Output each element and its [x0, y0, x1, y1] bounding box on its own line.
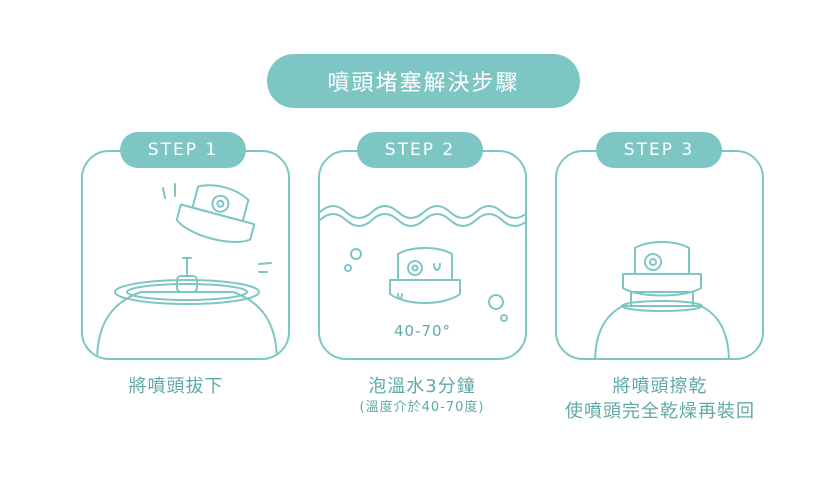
bubble-icon [488, 294, 504, 310]
step-2-note: (溫度介於40-70度) [359, 400, 485, 415]
step-3-panel [555, 150, 764, 360]
water-wave-icon [320, 205, 525, 227]
step-1-illustration [96, 183, 278, 358]
step-3-illustration [594, 241, 730, 358]
step-2-caption: 泡溫水3分鐘 (溫度介於40-70度) [292, 374, 552, 417]
bubble-icon [500, 314, 508, 322]
step-1-panel [81, 150, 290, 360]
nozzle-icon [622, 241, 702, 307]
nozzle-icon [175, 184, 256, 243]
step-1-badge: STEP 1 [120, 132, 246, 168]
step-2-badge: STEP 2 [357, 132, 483, 168]
step-2-illustration [320, 205, 525, 322]
page-title: 噴頭堵塞解決步驟 [267, 54, 580, 108]
step-3-badge: STEP 3 [596, 132, 722, 168]
temperature-label: 40-70° [393, 322, 452, 340]
can-icon [96, 257, 278, 358]
bubble-icon [344, 264, 352, 272]
step-3-caption: 將噴頭擦乾 使噴頭完全乾燥再裝回 [565, 376, 755, 422]
step-2-panel: 40-70° [318, 150, 527, 360]
nozzle-icon [389, 247, 461, 304]
can-icon [594, 300, 730, 358]
step-1-caption: 將噴頭拔下 [128, 376, 224, 397]
bubble-icon [350, 248, 362, 260]
